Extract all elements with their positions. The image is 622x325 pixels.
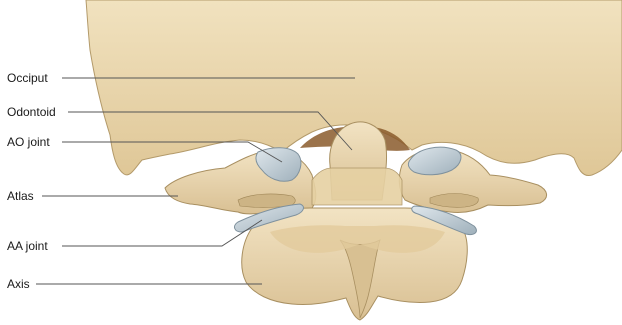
aa-joint-leader xyxy=(62,220,262,246)
atlas-ring xyxy=(312,168,402,205)
label-occiput: Occiput xyxy=(7,71,48,85)
label-ao-joint: AO joint xyxy=(7,135,50,149)
label-aa-joint: AA joint xyxy=(7,239,48,253)
label-odontoid: Odontoid xyxy=(7,105,56,119)
atlas-right-facet xyxy=(430,194,478,208)
label-atlas: Atlas xyxy=(7,189,34,203)
label-axis: Axis xyxy=(7,277,30,291)
